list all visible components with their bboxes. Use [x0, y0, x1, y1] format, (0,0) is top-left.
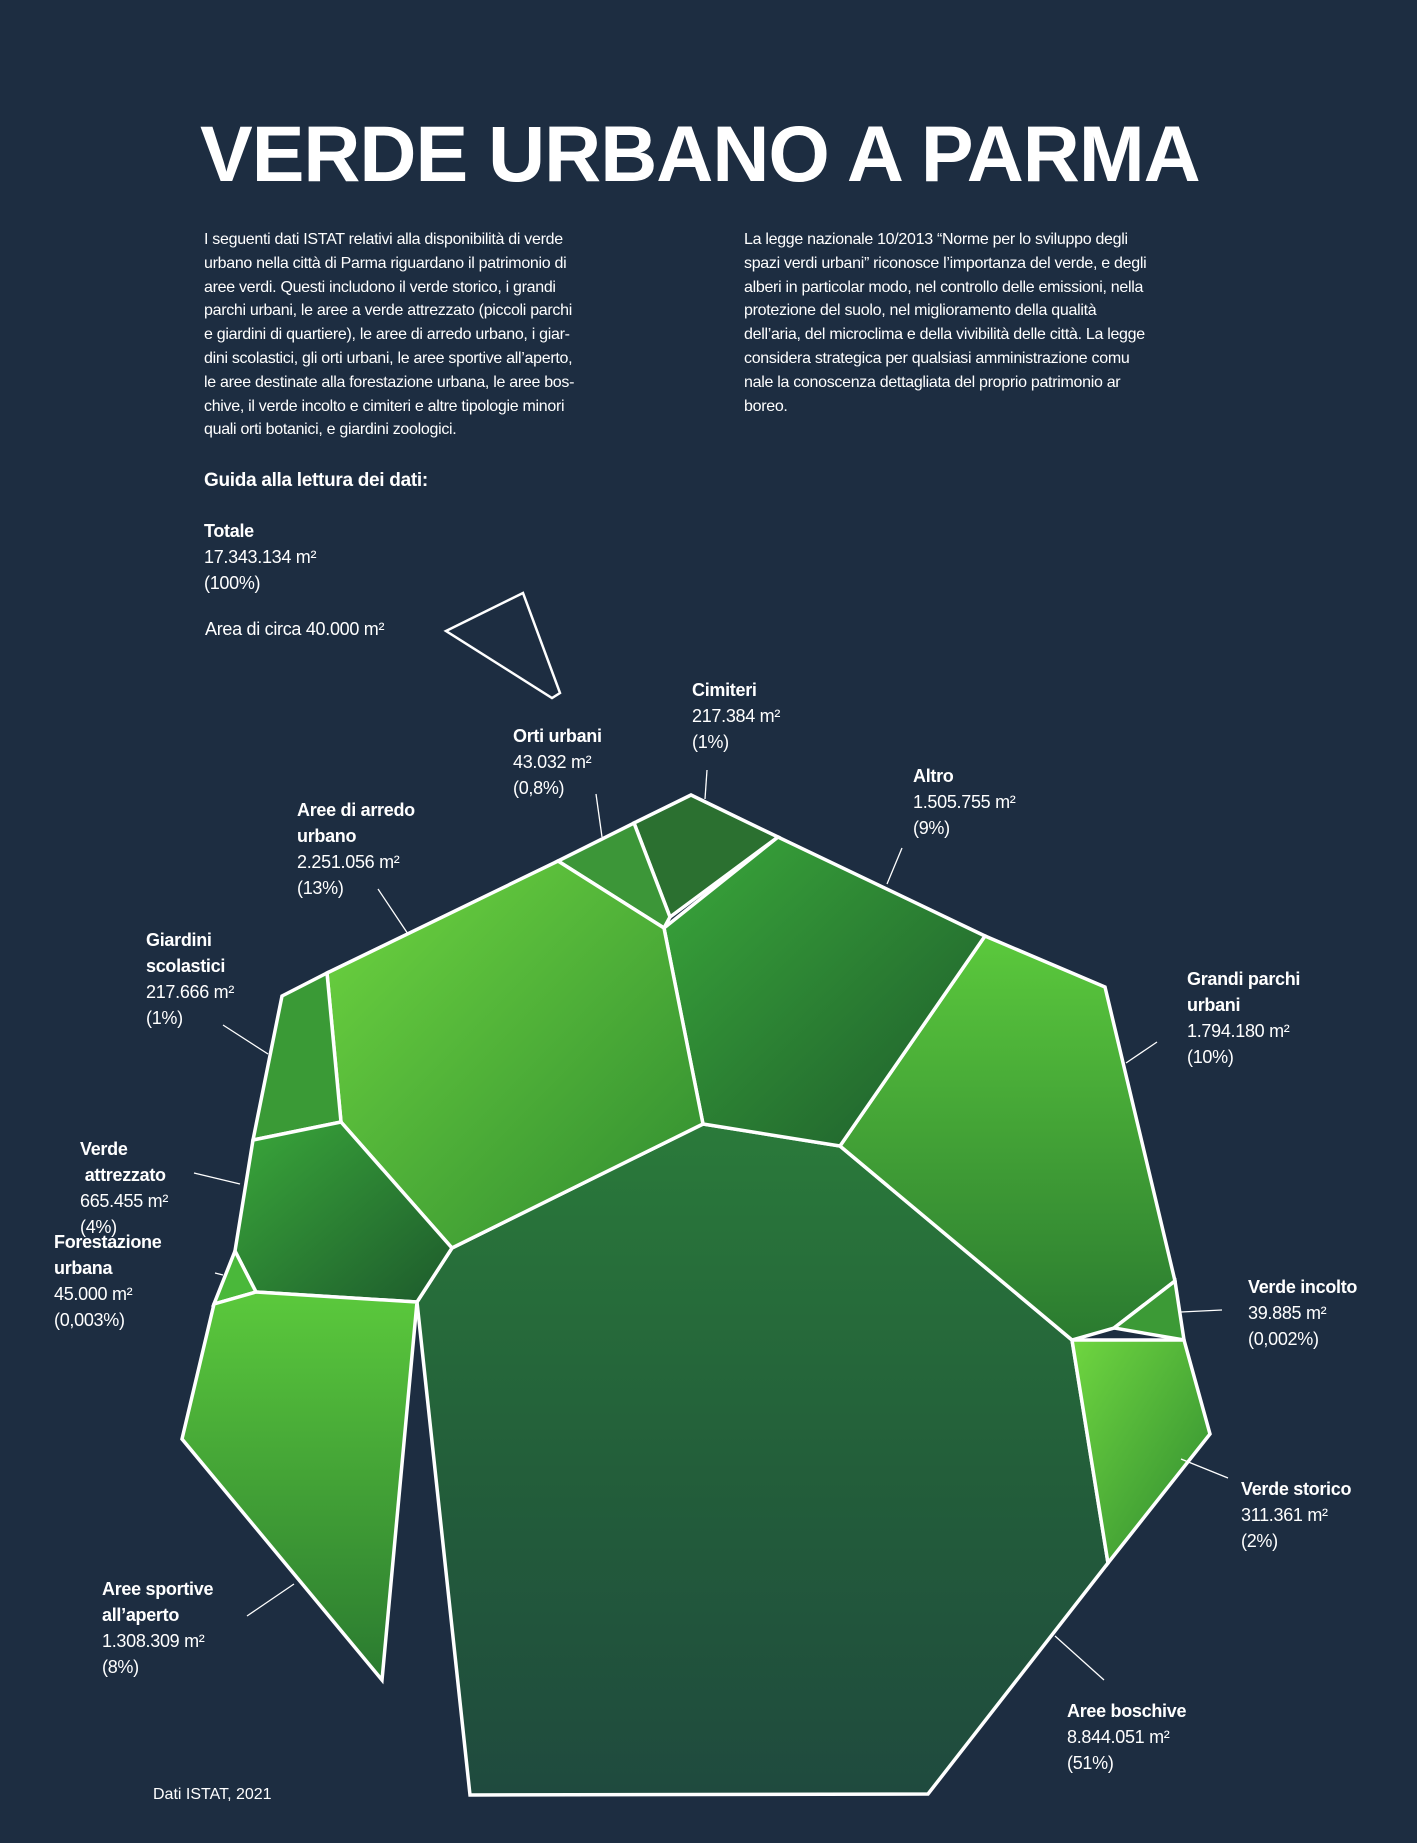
label-name: Verde incolto: [1248, 1277, 1358, 1297]
label-value: 665.455 m²: [80, 1191, 169, 1211]
label-value: 1.308.309 m²: [102, 1631, 205, 1651]
label-pct: (0,002%): [1248, 1329, 1319, 1349]
label-pct: (1%): [692, 732, 729, 752]
label-pct: (0,8%): [513, 778, 565, 798]
intro-left: I seguenti dati ISTAT relativi alla disp…: [204, 228, 574, 442]
label-value: 1.505.755 m²: [913, 792, 1016, 812]
label-name: Verde: [80, 1139, 128, 1159]
label-value: 311.361 m²: [1241, 1505, 1328, 1525]
label-aree-sportive: Aree sportive all’aperto 1.308.309 m² (8%): [102, 1576, 213, 1680]
intro-right: La legge nazionale 10/2013 “Norme per lo…: [744, 228, 1147, 418]
scale-label: Area di circa 40.000 m²: [205, 619, 385, 639]
label-name: Altro: [913, 766, 954, 786]
label-pct: (13%): [297, 878, 344, 898]
total-value: 17.343.134 m²: [204, 547, 317, 567]
label-pct: (0,003%): [54, 1310, 125, 1330]
paragraph-line: nale la conoscenza dettagliata del propr…: [744, 373, 1121, 391]
label-value: 217.666 m²: [146, 982, 235, 1002]
label-pct: (51%): [1067, 1753, 1114, 1773]
leader-lines: [193, 769, 1229, 1681]
label-name: Cimiteri: [692, 680, 757, 700]
label-name: Orti urbani: [513, 726, 602, 746]
label-pct: (1%): [146, 1008, 183, 1028]
label-pct: (2%): [1241, 1531, 1278, 1551]
label-giardini-scolastici: Giardini scolastici 217.666 m² (1%): [146, 927, 234, 1031]
label-value: 1.794.180 m²: [1187, 1021, 1290, 1041]
label-pct: (9%): [913, 818, 950, 838]
label-value: 8.844.051 m²: [1067, 1727, 1170, 1747]
label-name: Aree boschive: [1067, 1701, 1187, 1721]
label-name: Giardini: [146, 930, 212, 950]
cell-verde-incolto: [1109, 1277, 1187, 1343]
guide-heading: Guida alla lettura dei dati:: [204, 470, 428, 491]
page-title: VERDE URBANO A PARMA: [200, 109, 1201, 198]
cell-aree-sportive: [180, 1290, 419, 1685]
label-grandi-parchi: Grandi parchi urbani 1.794.180 m² (10%): [1187, 966, 1300, 1070]
scale-triangle: [443, 591, 562, 700]
paragraph-line: protezione del suolo, nel miglioramento …: [744, 302, 1097, 320]
label-arredo-urbano: Aree di arredo urbano 2.251.056 m² (13%): [297, 797, 415, 901]
paragraph-line: aree verdi. Questi includono il verde st…: [204, 278, 556, 296]
paragraph-line: spazi verdi urbani” riconosce l’importan…: [744, 254, 1147, 272]
label-verde-attrezzato: Verde attrezzato 665.455 m² (4%): [80, 1084, 168, 1266]
label-orti-urbani: Orti urbani 43.032 m² (0,8%): [513, 723, 602, 801]
paragraph-line: La legge nazionale 10/2013 “Norme per lo…: [744, 231, 1128, 248]
label-name: scolastici: [146, 956, 226, 976]
total-label: Totale: [204, 521, 254, 541]
label-name: Verde storico: [1241, 1479, 1352, 1499]
paragraph-line: chive, il verde incolto e cimiteri e alt…: [204, 397, 565, 415]
label-name: Aree sportive: [102, 1579, 214, 1599]
cell-verde-storico: [1069, 1338, 1212, 1568]
total-pct: (100%): [204, 573, 261, 593]
paragraph-line: e giardini di quartiere), le aree di arr…: [204, 326, 570, 344]
label-value: 217.384 m²: [692, 706, 781, 726]
label-pct: (4%): [80, 1217, 117, 1237]
label-name: attrezzato: [80, 1165, 166, 1185]
label-aree-boschive: Aree boschive 8.844.051 m² (51%): [1067, 1698, 1186, 1776]
label-name: all’aperto: [102, 1605, 180, 1625]
paragraph-line: alberi in particolar modo, nel controllo…: [744, 278, 1144, 296]
label-value: 43.032 m²: [513, 752, 592, 772]
label-name: urbana: [54, 1258, 113, 1278]
paragraph-line: considera strategica per qualsiasi ammin…: [744, 349, 1130, 367]
label-pct: (10%): [1187, 1047, 1234, 1067]
label-name: Aree di arredo: [297, 800, 415, 820]
label-name: Forestazione: [54, 1232, 162, 1252]
paragraph-line: urbano nella città di Parma riguardano i…: [204, 254, 567, 272]
label-verde-storico: Verde storico 311.361 m² (2%): [1241, 1476, 1351, 1554]
cell-giardini-scolastici: [250, 970, 343, 1143]
label-altro: Altro 1.505.755 m² (9%): [913, 763, 1016, 841]
paragraph-line: dini scolastici, gli orti urbani, le are…: [204, 349, 573, 367]
paragraph-line: quali orti botanici, e giardini zoologic…: [204, 421, 457, 439]
label-name: urbani: [1187, 995, 1241, 1015]
total-legend: Totale 17.343.134 m² (100%): [204, 518, 316, 596]
label-forestazione: Forestazione urbana 45.000 m² (0,003%): [54, 1229, 162, 1333]
paragraph-line: le aree destinate alla forestazione urba…: [204, 373, 575, 391]
paragraph-line: parchi urbani, le aree a verde attrezzat…: [204, 302, 572, 320]
label-verde-incolto: Verde incolto 39.885 m² (0,002%): [1248, 1274, 1357, 1352]
label-value: 2.251.056 m²: [297, 852, 400, 872]
label-pct: (8%): [102, 1657, 139, 1677]
label-name: Grandi parchi: [1187, 969, 1301, 989]
paragraph-line: I seguenti dati ISTAT relativi alla disp…: [204, 231, 563, 248]
source-note: Dati ISTAT, 2021: [153, 1786, 272, 1803]
label-name: urbano: [297, 826, 357, 846]
label-value: 39.885 m²: [1248, 1303, 1327, 1323]
label-cimiteri: Cimiteri 217.384 m² (1%): [692, 677, 780, 755]
paragraph-line: boreo.: [744, 397, 788, 415]
label-value: 45.000 m²: [54, 1284, 133, 1304]
paragraph-line: dell’aria, del microclima e della vivibi…: [744, 326, 1145, 344]
